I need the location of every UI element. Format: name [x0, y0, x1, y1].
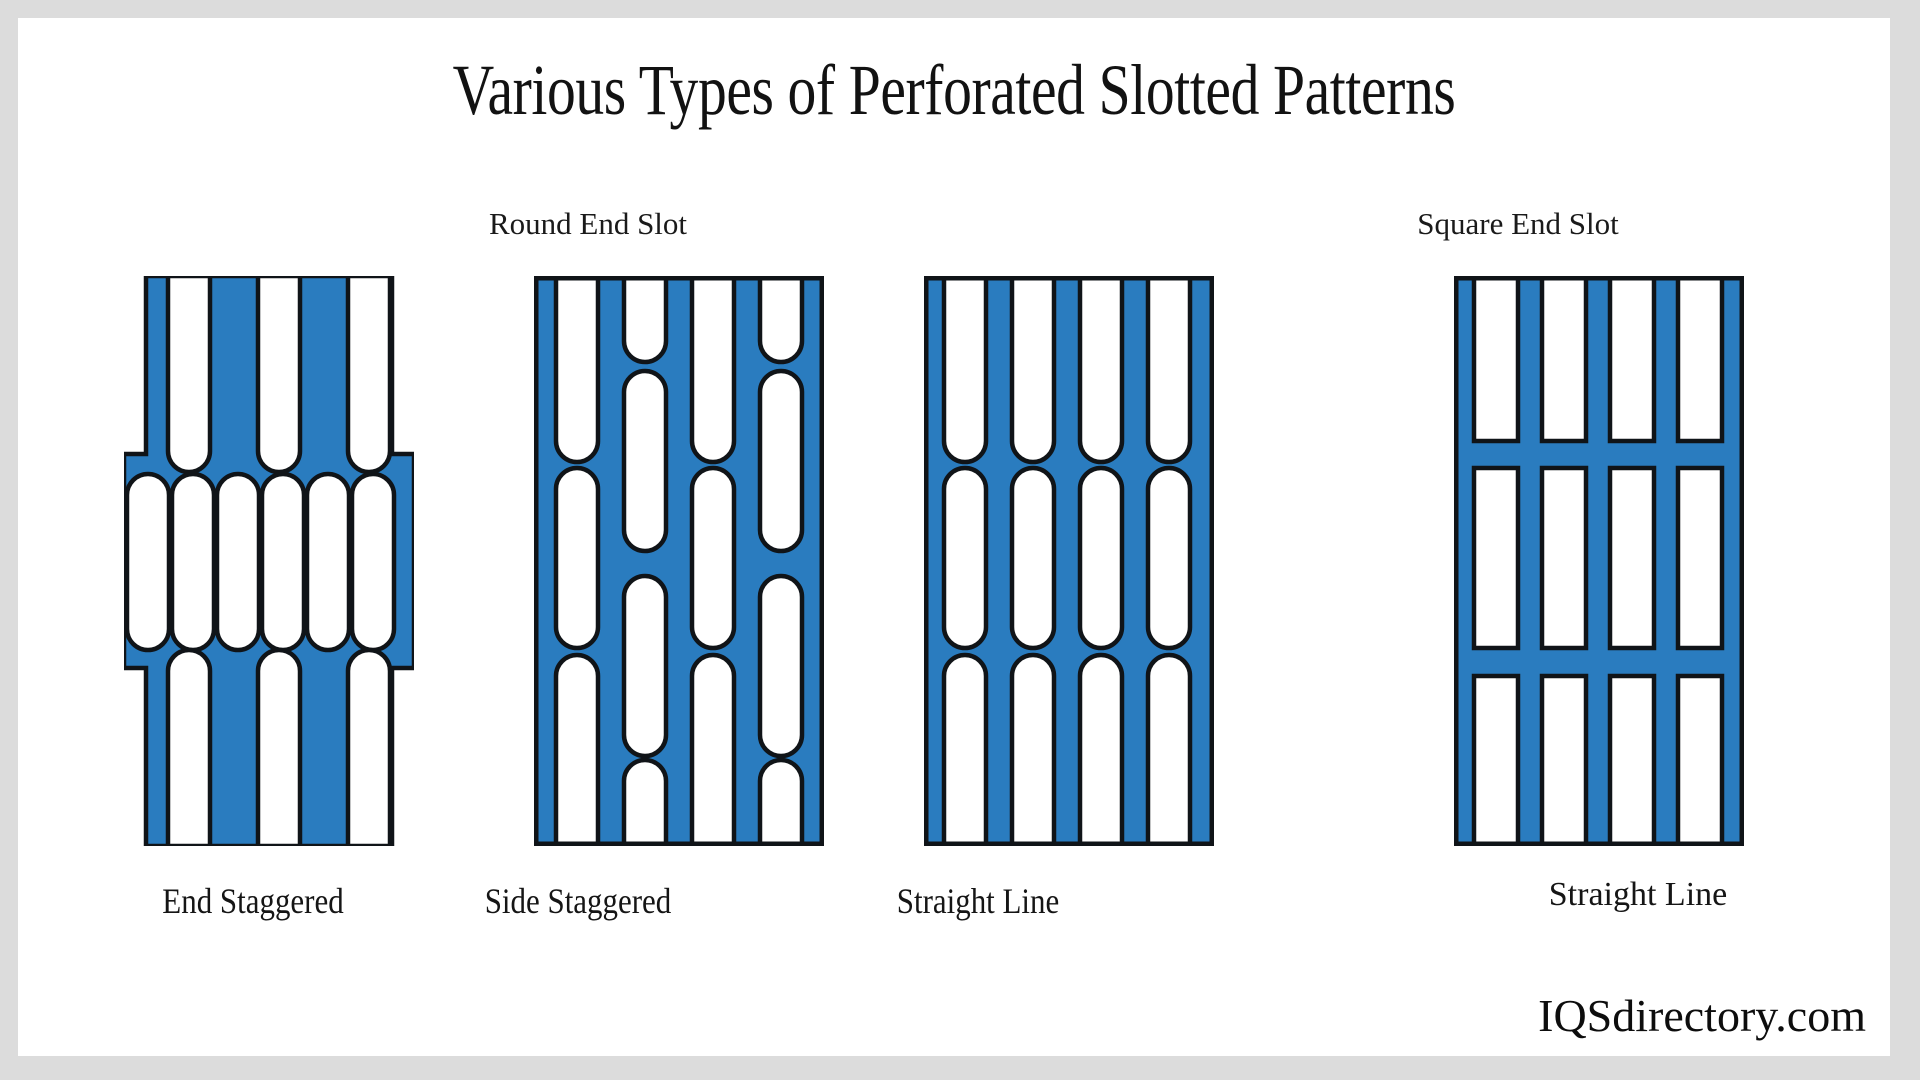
group-header-square-end-slot: Square End Slot: [1417, 206, 1619, 241]
slot-row-top: [1471, 276, 1725, 444]
pattern-straight-line-round-svg: [924, 276, 1214, 846]
slot-row-top: [165, 276, 393, 475]
sheet-outline: [124, 276, 414, 846]
pattern-straight-line-square-svg: [1454, 276, 1744, 846]
pattern-side-staggered: [534, 276, 824, 846]
sheet-outline: [1454, 276, 1744, 846]
page-title: Various Types of Perforated Slotted Patt…: [452, 50, 1456, 130]
sheet-outline: [534, 276, 824, 846]
slot-row-bottom: [941, 652, 1193, 846]
pattern-end-staggered-svg: [124, 276, 414, 846]
slot-row-bottom: [165, 647, 393, 846]
slot-row-top: [941, 276, 1193, 465]
diagram-canvas: Various Types of Perforated Slotted Patt…: [18, 18, 1890, 1056]
slot-row-bottom: [1471, 673, 1725, 846]
group-header-round-end-slot: Round End Slot: [488, 206, 688, 241]
sheet-outline: [924, 276, 1214, 846]
slot-row-middle: [1471, 465, 1725, 651]
slot-column-c: [689, 276, 737, 846]
caption-end-staggered: End Staggered: [162, 881, 344, 921]
caption-straight-line-square: Straight Line: [1548, 876, 1728, 913]
slot-column-a: [553, 276, 601, 846]
pattern-end-staggered: [124, 276, 414, 846]
pattern-straight-line-round: [924, 276, 1214, 846]
slot-column-d: [757, 276, 805, 846]
pattern-side-staggered-svg: [534, 276, 824, 846]
slot-row-middle: [124, 471, 397, 653]
caption-side-staggered: Side Staggered: [484, 881, 672, 921]
caption-straight-line-round: Straight Line: [896, 881, 1060, 921]
pattern-straight-line-square: [1454, 276, 1744, 846]
slot-row-middle: [941, 465, 1193, 651]
watermark-iqsdirectory: IQSdirectory.com: [1538, 990, 1866, 1041]
slot-column-b: [621, 276, 669, 846]
